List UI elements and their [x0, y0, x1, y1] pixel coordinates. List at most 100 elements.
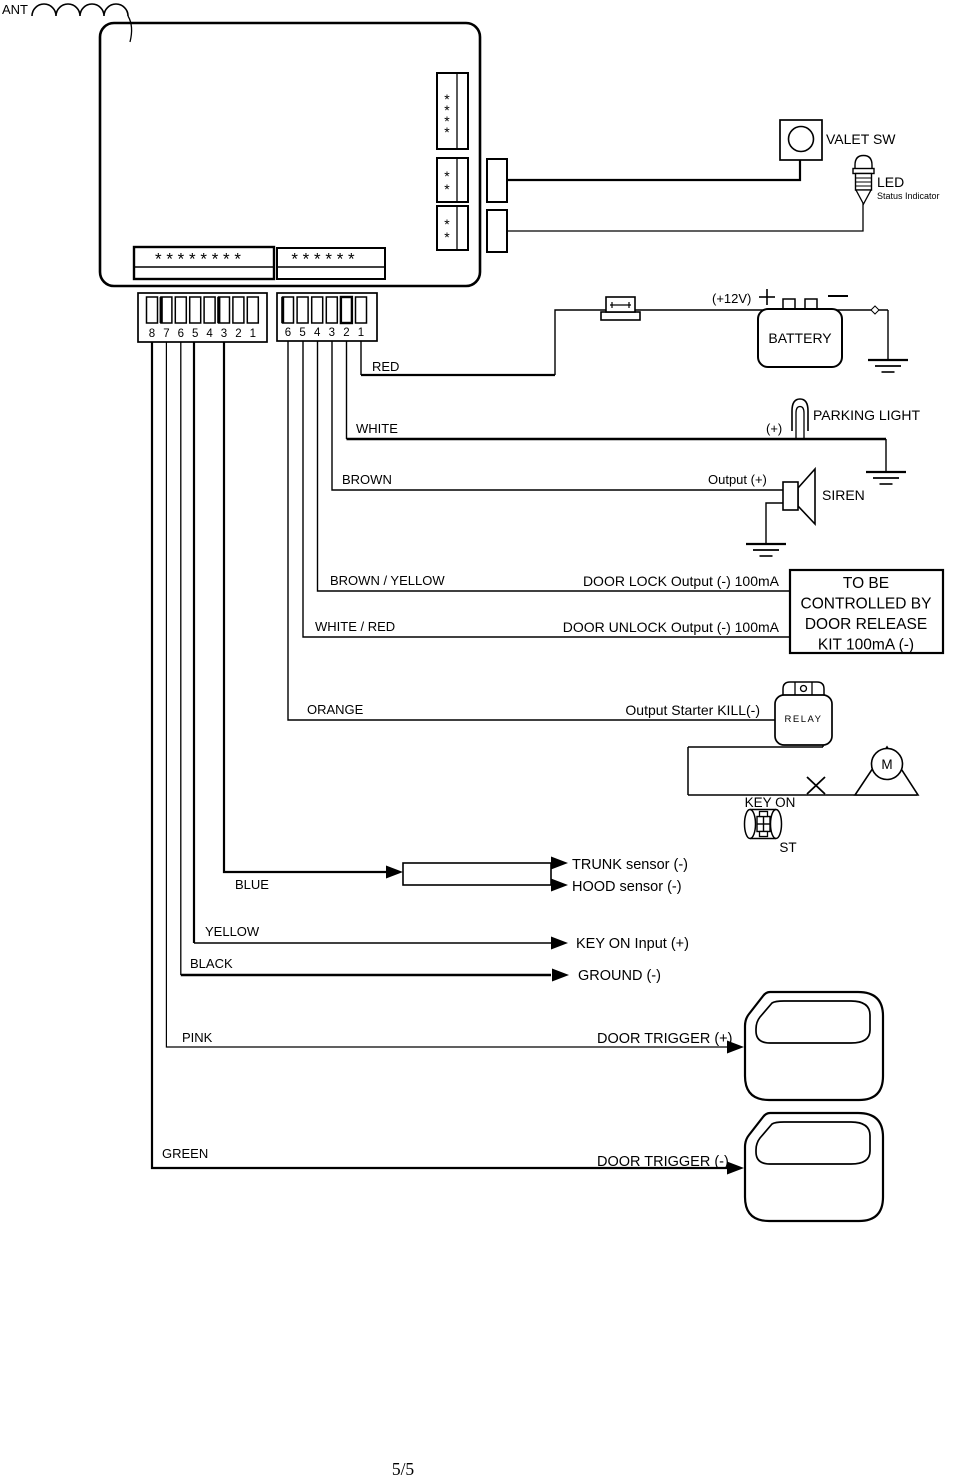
note-line: KIT 100mA (-): [818, 637, 914, 654]
sensor-junction-box: [402, 862, 552, 886]
key-on-input-circuit: YELLOW KEY ON Input (+): [192, 342, 689, 952]
arrow-icon: [551, 878, 568, 892]
orange-wire-label: ORANGE: [307, 702, 364, 717]
asterisk: *: [444, 229, 450, 245]
pin-number: 4: [206, 328, 213, 340]
door-trigger-negative-circuit: GREEN DOOR TRIGGER (-): [150, 342, 885, 1223]
fuse-icon: [600, 296, 641, 321]
green-wire-label: GREEN: [162, 1146, 208, 1161]
pin-number: 6: [178, 328, 184, 340]
black-wire-label: BLACK: [190, 956, 233, 971]
sensor-circuit: BLUE TRUNK sensor (-) HOOD sensor (-): [222, 342, 688, 895]
key-on-label: KEY ON: [745, 795, 796, 810]
pink-wire-label: PINK: [182, 1030, 213, 1045]
side-connector-block-1: * * * *: [436, 72, 469, 150]
antenna: ANT: [2, 2, 129, 17]
siren-circuit: BROWN Output (+) SIREN: [331, 341, 865, 558]
led-wire: [507, 203, 864, 232]
battery-icon: [757, 308, 843, 368]
pin-number: 2: [343, 327, 349, 339]
blue-wire-label: BLUE: [235, 877, 269, 892]
ground-label: GROUND (-): [578, 968, 661, 984]
note-box: [788, 568, 945, 655]
door-trigger-positive-label: DOOR TRIGGER (+): [597, 1031, 732, 1047]
starter-terminal-label: ST: [779, 840, 796, 855]
battery-post: [804, 298, 818, 310]
brown-wire-label: BROWN: [342, 472, 392, 487]
parking-light-label: PARKING LIGHT: [813, 407, 921, 423]
arrow-icon: [386, 865, 403, 879]
valet-switch-button-icon: [787, 125, 815, 153]
siren-output-label: Output (+): [708, 472, 767, 487]
white-red-wire-label: WHITE / RED: [315, 619, 395, 634]
note-line: CONTROLLED BY: [801, 596, 932, 613]
pin-number: 8: [149, 328, 155, 340]
hood-sensor-label: HOOD sensor (-): [572, 879, 682, 895]
bulb-icon: [791, 398, 809, 439]
battery-label: BATTERY: [768, 330, 832, 346]
pin-divider: [159, 297, 163, 323]
antenna-label: ANT: [2, 2, 28, 17]
battery-post: [782, 298, 796, 310]
pin-number: 4: [314, 327, 321, 339]
ground-icon: [866, 358, 910, 374]
siren-label: SIREN: [822, 487, 865, 503]
asterisk: *: [444, 216, 450, 232]
ground-icon: [744, 542, 788, 558]
asterisk: *: [444, 168, 450, 184]
asterisk: *: [444, 91, 450, 107]
pin-number: 5: [192, 328, 198, 340]
cut-x-icon: [806, 776, 826, 795]
door-lock-function-label: DOOR LOCK Output (-) 100mA: [583, 573, 780, 589]
trunk-sensor-label: TRUNK sensor (-): [572, 857, 688, 873]
note-line: DOOR RELEASE: [805, 616, 927, 633]
pin-number: 2: [235, 328, 241, 340]
car-door-icon: [743, 1111, 885, 1223]
arrow-icon: [727, 1161, 744, 1175]
led-circuit: LED Status Indicator: [486, 154, 940, 253]
parking-light-polarity: (+): [766, 421, 782, 436]
side-connector-block-3: * *: [436, 205, 469, 251]
siren-ground-wire: [765, 502, 783, 543]
asterisk-row: * * * * * *: [291, 250, 355, 269]
ground-circuit: BLACK GROUND (-): [180, 342, 661, 984]
led-label: LED: [877, 174, 904, 190]
starter-motor-icon: M: [853, 745, 920, 796]
starter-wire: [687, 745, 917, 796]
side-connector-block-2: * *: [436, 157, 469, 203]
pin-number: 6: [285, 327, 291, 339]
brown-yellow-wire-label: BROWN / YELLOW: [330, 573, 445, 588]
red-wire-label: RED: [372, 359, 399, 374]
led-icon: [852, 154, 875, 206]
door-trigger-positive-circuit: PINK DOOR TRIGGER (+): [165, 342, 885, 1102]
pin-divider: [217, 297, 221, 323]
led-sublabel: Status Indicator: [877, 191, 940, 201]
asterisk-row: * * * * * * * *: [155, 250, 241, 269]
harness-connector-left: 8 7 6 5 4 3 2 1: [137, 292, 268, 343]
door-trigger-negative-label: DOOR TRIGGER (-): [597, 1154, 729, 1170]
relay-icon: RELAY: [774, 681, 833, 746]
pin-number: 7: [163, 328, 169, 340]
white-wire-label: WHITE: [356, 421, 398, 436]
car-door-icon: [743, 990, 885, 1102]
ignition-switch-icon: [743, 808, 783, 840]
plug-connector-2: [486, 209, 508, 253]
arrow-icon: [552, 968, 569, 982]
pin-number: 1: [358, 327, 364, 339]
arrow-icon: [551, 936, 568, 950]
pin-number: 5: [299, 327, 305, 339]
motor-label: M: [881, 757, 892, 772]
pin-number: 3: [329, 327, 335, 339]
control-unit: * * * * * * * * * * * * * * * * * * * * …: [98, 15, 482, 288]
starter-kill-circuit: ORANGE Output Starter KILL(-) RELAY M KE…: [287, 341, 920, 855]
valet-switch-label: VALET SW: [826, 131, 896, 147]
asterisk: *: [444, 113, 450, 129]
plug-connector-1: [486, 158, 508, 203]
terminal-strip-left: * * * * * * * *: [132, 245, 276, 281]
door-release-note: TO BE CONTROLLED BY DOOR RELEASE KIT 100…: [788, 568, 945, 655]
control-unit-box: [98, 21, 482, 288]
door-lock-circuit: BROWN / YELLOW DOOR LOCK Output (-) 100m…: [316, 341, 790, 592]
asterisk: *: [444, 181, 450, 197]
pin-number: 1: [250, 328, 256, 340]
